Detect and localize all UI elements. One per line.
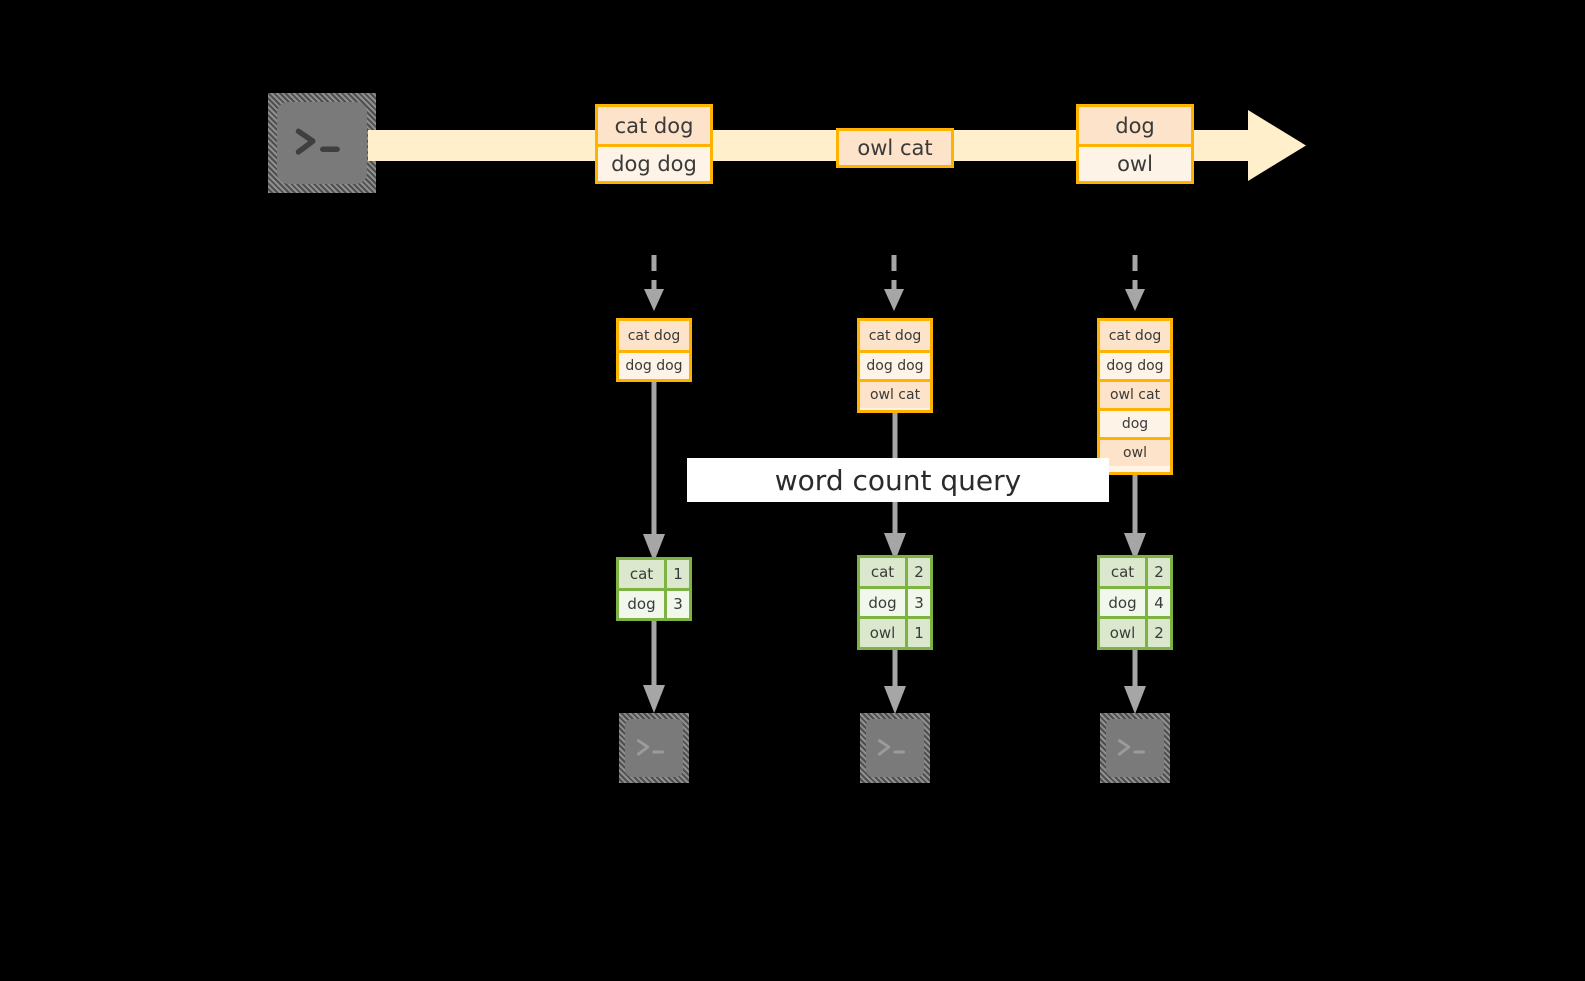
sink-arrow-1 [643,621,665,713]
result-word: cat [619,560,667,588]
result-word: owl [1100,619,1148,648]
table-row: owl 1 [860,616,930,648]
terminal-screen [866,719,924,777]
feed-arrow-1 [644,255,664,311]
snapshot-3-input[interactable]: cat dog dog dog owl cat dog owl [1097,318,1173,475]
feed-arrow-2 [884,255,904,311]
stream-event-2[interactable]: owl cat [836,128,954,168]
result-count: 2 [1148,558,1170,586]
snapshot-3-result-table[interactable]: cat 2 dog 4 owl 2 [1097,555,1173,650]
input-line: cat dog [1100,321,1170,350]
terminal-screen [1106,719,1164,777]
source-terminal-icon [268,93,376,193]
event-line: owl cat [839,131,951,165]
event-line: cat dog [598,107,710,144]
event-line: dog [1079,107,1191,144]
feed-arrow-3 [1125,255,1145,311]
query-banner: word count query [687,458,1109,502]
stream-event-3[interactable]: dog owl [1076,104,1194,184]
result-count: 3 [667,590,689,618]
sink-arrow-3 [1124,650,1146,714]
result-word: dog [860,588,908,617]
result-word: dog [1100,588,1148,617]
table-row: owl 2 [1100,616,1170,648]
result-count: 2 [1148,619,1170,648]
snapshot-3-sink-terminal-icon [1100,713,1170,783]
input-line: dog [1100,408,1170,437]
event-line: owl [1079,144,1191,181]
input-line: cat dog [860,321,930,350]
input-line: dog dog [860,350,930,379]
snapshot-1-input[interactable]: cat dog dog dog [616,318,692,382]
result-count: 4 [1148,588,1170,617]
table-row: dog 3 [860,585,930,617]
input-line: owl cat [860,379,930,408]
snapshot-1-sink-terminal-icon [619,713,689,783]
terminal-prompt-glyph [878,738,906,756]
snapshot-1-result-table[interactable]: cat 1 dog 3 [616,557,692,621]
query-label: word count query [774,463,1022,497]
terminal-prompt-glyph [295,128,340,155]
result-count: 3 [908,588,930,617]
table-row: dog 3 [619,587,689,618]
result-word: cat [860,558,908,586]
input-line: cat dog [619,321,689,350]
input-line: dog dog [619,350,689,379]
table-row: dog 4 [1100,585,1170,617]
sink-arrow-2 [884,650,906,714]
input-line: dog dog [1100,350,1170,379]
snapshot-2-input[interactable]: cat dog dog dog owl cat [857,318,933,413]
snapshot-2-sink-terminal-icon [860,713,930,783]
table-row: cat 2 [1100,558,1170,586]
terminal-screen [277,102,367,184]
result-word: dog [619,590,667,618]
query-arrow-3 [1124,475,1146,561]
terminal-prompt-glyph [637,738,665,756]
event-line: dog dog [598,144,710,181]
result-count: 2 [908,558,930,586]
result-word: cat [1100,558,1148,586]
table-row: cat 2 [860,558,930,586]
result-count: 1 [908,619,930,648]
input-line: owl [1100,437,1170,466]
terminal-screen [625,719,683,777]
input-line: owl cat [1100,379,1170,408]
stream-event-1[interactable]: cat dog dog dog [595,104,713,184]
result-count: 1 [667,560,689,588]
query-arrow-1 [643,382,665,562]
snapshot-2-result-table[interactable]: cat 2 dog 3 owl 1 [857,555,933,650]
result-word: owl [860,619,908,648]
table-row: cat 1 [619,560,689,588]
terminal-prompt-glyph [1118,738,1146,756]
